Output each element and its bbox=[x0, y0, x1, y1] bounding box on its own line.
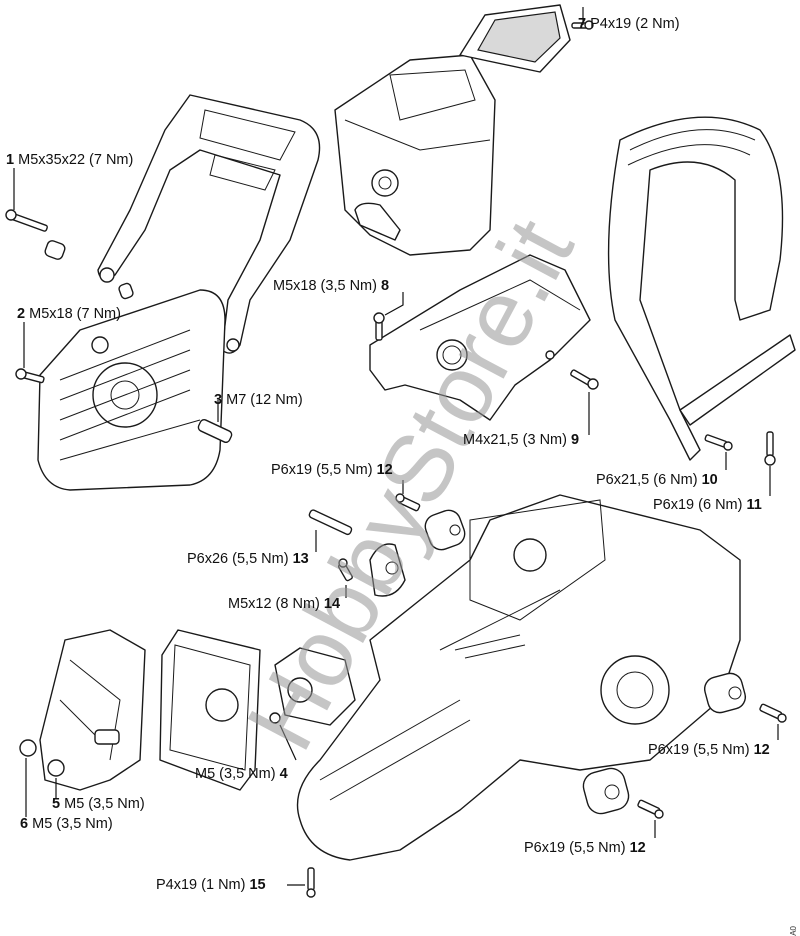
screw-13 bbox=[308, 509, 353, 552]
part-label-4: M5 (3,5 Nm) 4 bbox=[195, 766, 288, 782]
av-buffer-right bbox=[703, 672, 747, 714]
part-label-9: M4x21,5 (3 Nm) 9 bbox=[463, 432, 580, 448]
air-filter bbox=[459, 4, 571, 73]
screw-12-upper bbox=[395, 480, 421, 512]
part-label-13: P6x26 (5,5 Nm) 13 bbox=[187, 551, 309, 567]
part-label-1: 1 M5x35x22 (7 Nm) bbox=[6, 152, 134, 168]
filter-cover bbox=[39, 629, 146, 791]
nut-6 bbox=[19, 739, 37, 817]
part-label-12-upper: P6x19 (5,5 Nm) 12 bbox=[271, 462, 393, 478]
part-label-5: 5 M5 (3,5 Nm) bbox=[52, 796, 145, 812]
part-label-6: 6 M5 (3,5 Nm) bbox=[20, 816, 113, 832]
part-label-11: P6x19 (6 Nm) 11 bbox=[653, 497, 762, 513]
part-label-10: P6x21,5 (6 Nm) 10 bbox=[596, 472, 718, 488]
filter-base bbox=[159, 629, 261, 791]
screw-10 bbox=[704, 434, 733, 470]
crankcase bbox=[296, 494, 741, 861]
carburetor bbox=[269, 647, 356, 761]
part-label-8: M5x18 (3,5 Nm) 8 bbox=[273, 278, 390, 294]
part-label-15: P4x19 (1 Nm) 15 bbox=[156, 877, 266, 893]
screw-12-right bbox=[759, 703, 787, 740]
screw-1 bbox=[5, 168, 66, 260]
screw-14 bbox=[337, 558, 353, 598]
part-label-3: 3 M7 (12 Nm) bbox=[214, 392, 303, 408]
screw-9 bbox=[570, 369, 599, 435]
screw-11 bbox=[764, 431, 776, 496]
drawing-code: 1119-GET-0023-A0 bbox=[789, 926, 798, 936]
av-buffer-lower bbox=[582, 767, 630, 815]
stud-3 bbox=[197, 400, 233, 444]
mounting-plate bbox=[369, 543, 406, 597]
screw-2 bbox=[15, 322, 45, 384]
part-label-7: 7 P4x19 (2 Nm) bbox=[578, 16, 680, 32]
shroud bbox=[334, 54, 496, 256]
sprocket-cover bbox=[37, 289, 226, 491]
screw-15 bbox=[287, 867, 316, 898]
rear-handle bbox=[607, 116, 796, 461]
cylinder-cover bbox=[369, 254, 591, 421]
screw-8 bbox=[373, 292, 404, 341]
av-buffer-upper bbox=[424, 509, 466, 551]
part-label-2: 2 M5x18 (7 Nm) bbox=[17, 306, 121, 322]
part-label-14: M5x12 (8 Nm) 14 bbox=[228, 596, 341, 612]
part-label-12-right: P6x19 (5,5 Nm) 12 bbox=[648, 742, 770, 758]
nut-5 bbox=[47, 759, 65, 798]
screw-7 bbox=[571, 7, 594, 30]
screw-12-lower bbox=[637, 799, 664, 838]
part-label-12-lower: P6x19 (5,5 Nm) 12 bbox=[524, 840, 646, 856]
